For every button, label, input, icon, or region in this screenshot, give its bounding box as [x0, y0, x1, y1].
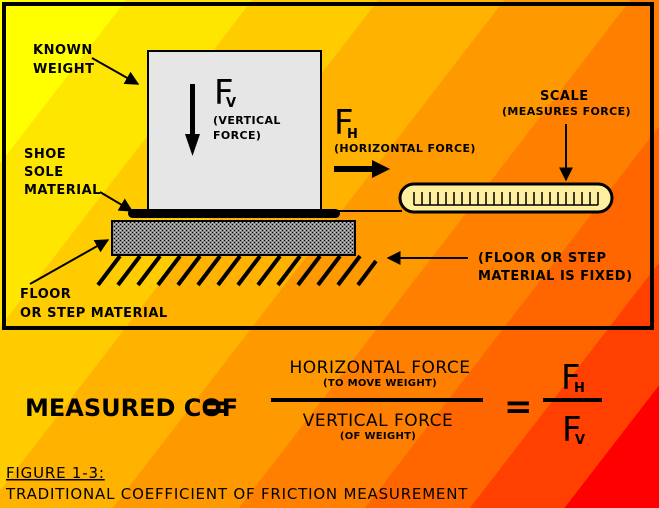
scale-desc: (MEASURES FORCE): [502, 105, 631, 118]
floor-label-1: FLOOR: [20, 287, 71, 302]
diagram-frame: [2, 2, 654, 330]
fv-subscript: V: [226, 96, 236, 111]
rhs-num-subscript: H: [574, 381, 585, 396]
floor-slab: [111, 220, 356, 256]
floor-label-2: OR STEP MATERIAL: [20, 306, 168, 321]
vertical-force-arrow: [185, 84, 200, 156]
fh-desc: (HORIZONTAL FORCE): [334, 142, 476, 155]
formula-numerator: HORIZONTAL FORCE: [289, 358, 470, 378]
rhs-den-subscript: V: [575, 433, 585, 448]
formula-denominator-sub: (OF WEIGHT): [340, 431, 416, 442]
fraction-bar: [271, 398, 483, 402]
known-weight-pointer: [91, 57, 140, 85]
rhs-num-symbol: F: [561, 358, 581, 398]
fv-desc-2: FORCE): [213, 129, 261, 142]
known-weight-label-2: WEIGHT: [33, 62, 94, 77]
shoe-label-1: SHOE: [24, 147, 66, 162]
known-weight-block: [147, 50, 322, 213]
floor-hatching: [96, 254, 378, 287]
formula-denominator: VERTICAL FORCE: [303, 411, 453, 431]
rhs-fraction-bar: [543, 398, 602, 402]
formula-numerator-sub: (TO MOVE WEIGHT): [323, 378, 437, 389]
fh-symbol: F: [334, 103, 354, 143]
shoe-label-3: MATERIAL: [24, 183, 101, 198]
scale-ticks: [413, 192, 599, 206]
fixed-label-2: MATERIAL IS FIXED): [478, 269, 633, 284]
fv-symbol: F: [214, 73, 234, 113]
horizontal-force-arrow: [334, 160, 390, 178]
figure-title: TRADITIONAL COEFFICIENT OF FRICTION MEAS…: [5, 485, 468, 503]
known-weight-label-1: KNOWN: [33, 43, 93, 58]
formula-lhs: MEASURED COF: [25, 394, 238, 422]
scale-title: SCALE: [540, 89, 589, 104]
formula-equals-1: =: [200, 387, 229, 427]
formula-equals-2: =: [504, 387, 533, 427]
fv-desc-1: (VERTICAL: [213, 114, 281, 127]
fixed-label-1: (FLOOR OR STEP: [478, 251, 607, 266]
rhs-den-symbol: F: [562, 410, 582, 450]
shoe-label-2: SOLE: [24, 165, 64, 180]
shoe-sole-pointer: [99, 191, 134, 212]
figure-label: FIGURE 1-3:: [6, 464, 105, 482]
fh-subscript: H: [347, 127, 358, 142]
scale-body: [398, 182, 614, 214]
shoe-sole: [128, 209, 340, 218]
floor-pointer: [29, 239, 110, 285]
